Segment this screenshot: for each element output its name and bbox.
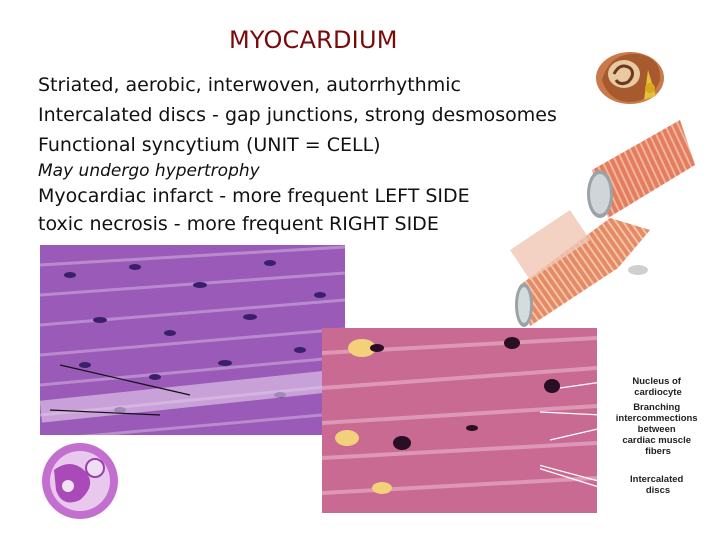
micrograph-annotation-layer: Nucleus of cardiocyte Branching intercom… <box>540 370 720 505</box>
svg-text:Branching intercommectio: Branching intercommections between cardi… <box>616 402 700 457</box>
histology-micrograph-longitudinal <box>40 245 345 435</box>
svg-text:Nucleus of cardiocyte: Nucleus of cardiocyte <box>632 376 683 398</box>
label-discs-line2: discs <box>646 485 670 496</box>
text-line-hypertrophy: May undergo hypertrophy <box>38 161 260 181</box>
heart-section-thumbnail <box>40 440 120 522</box>
muscle-fiber-diagram <box>500 100 700 335</box>
heart-illustration <box>590 40 668 110</box>
label-branching-line3: between <box>638 424 676 435</box>
slide-title: MYOCARDIUM <box>229 26 398 54</box>
label-nucleus-line2: cardiocyte <box>634 387 682 398</box>
text-line-syncytium: Functional syncytium (UNIT = CELL) <box>38 134 381 156</box>
text-line-intercalated-discs: Intercalated discs - gap junctions, stro… <box>38 104 557 126</box>
label-branching-line4: cardiac muscle <box>622 435 691 446</box>
label-branching-line2: intercommections <box>616 413 698 424</box>
label-branching-line1: Branching <box>633 402 680 413</box>
label-branching-line5: fibers <box>645 446 671 457</box>
label-nucleus-line1: Nucleus of <box>632 376 681 387</box>
text-line-properties: Striated, aerobic, interwoven, autorrhyt… <box>38 74 461 96</box>
text-line-necrosis: toxic necrosis - more frequent RIGHT SID… <box>38 213 439 235</box>
text-line-infarct: Myocardiac infarct - more frequent LEFT … <box>38 185 470 207</box>
label-discs-line1: Intercalated <box>630 474 684 485</box>
svg-text:Intercalated discs: Intercalated discs <box>630 474 686 496</box>
histology-micrograph-labeled <box>322 328 597 513</box>
